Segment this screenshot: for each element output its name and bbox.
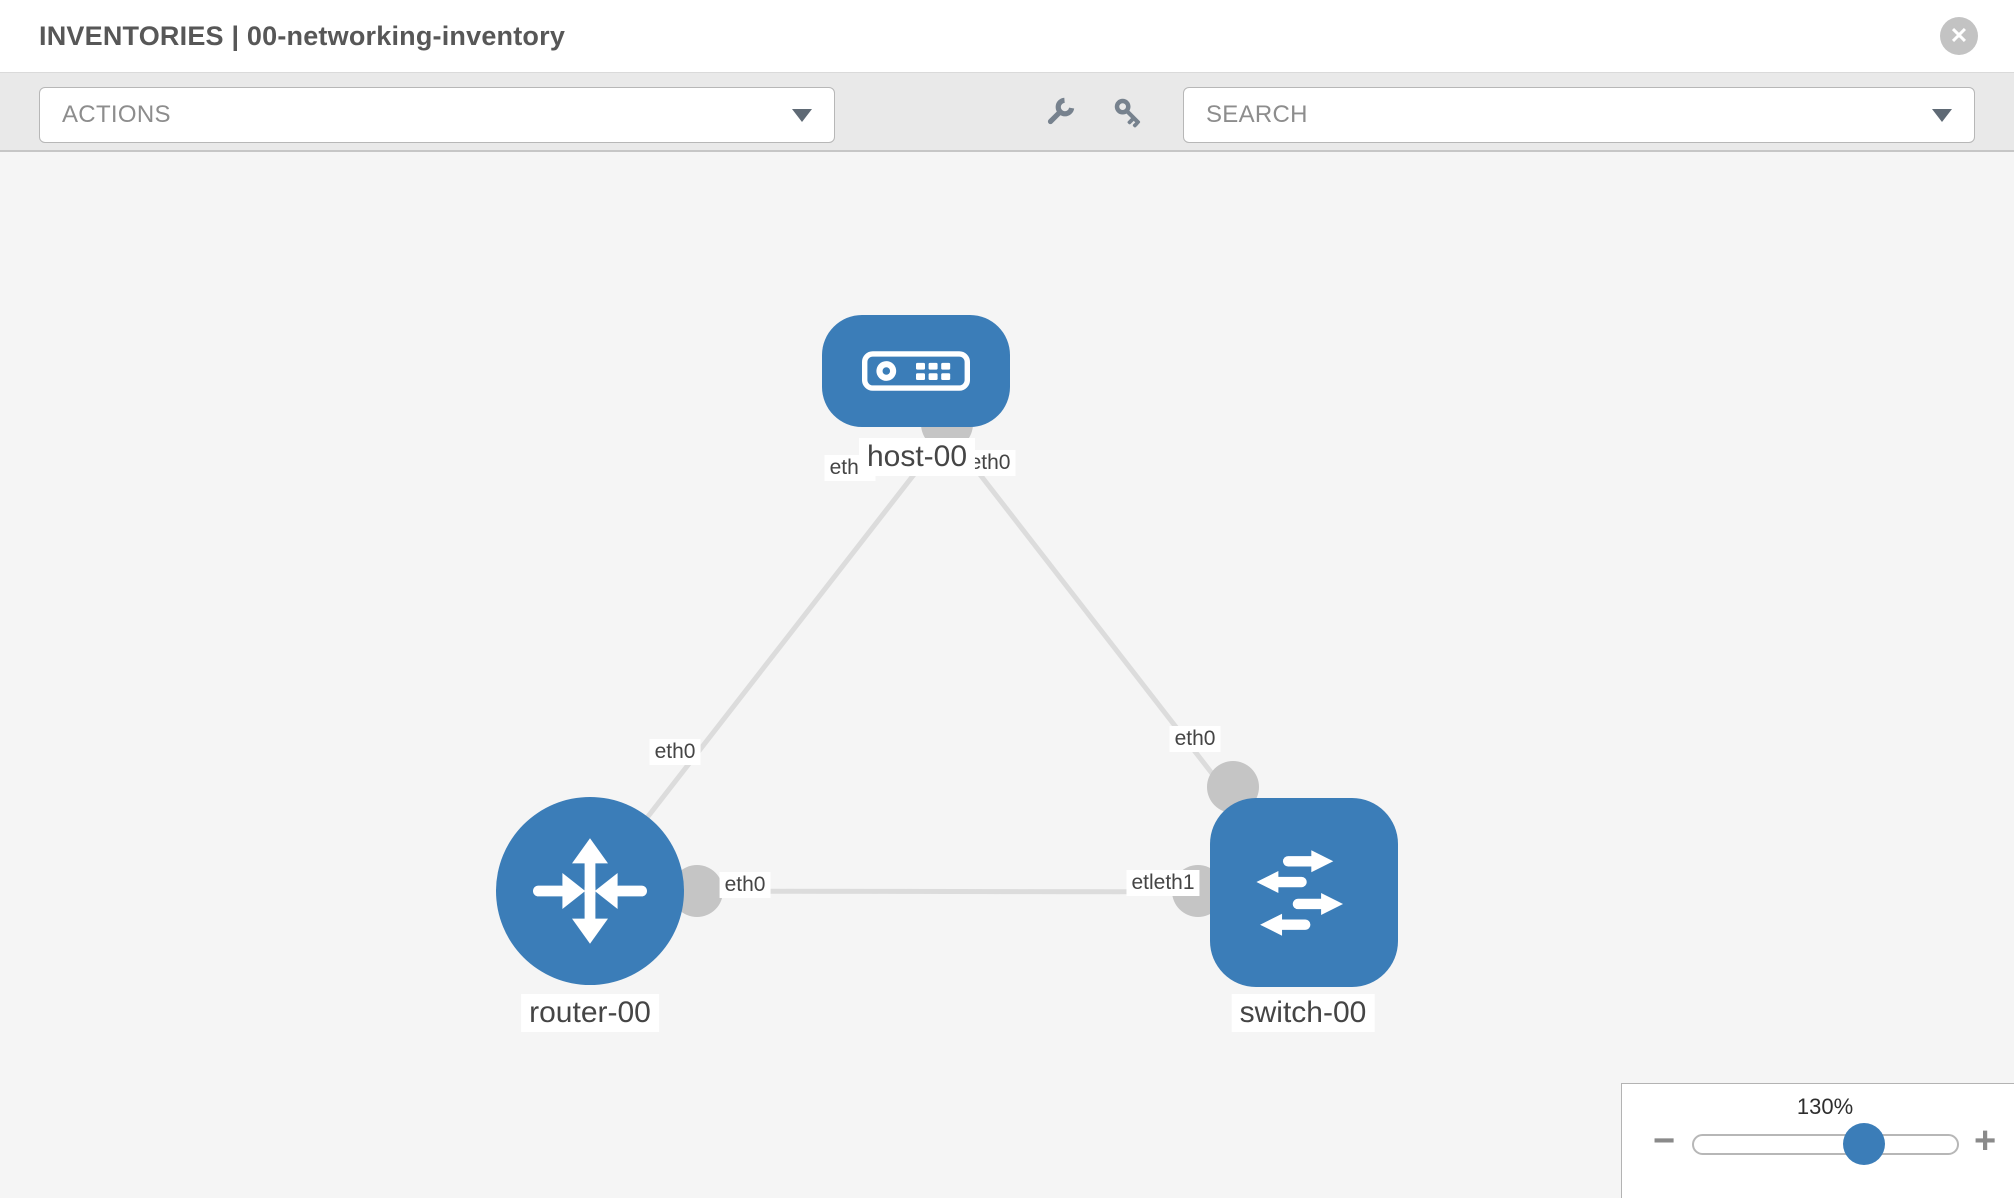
actions-dropdown[interactable]: ACTIONS (39, 87, 835, 143)
zoom-in-button[interactable]: + (1974, 1120, 1997, 1162)
page-title: INVENTORIES | 00-networking-inventory (39, 20, 566, 51)
page-header: INVENTORIES | 00-networking-inventory ✕ (0, 0, 2014, 72)
close-icon: ✕ (1949, 23, 1969, 48)
node-router-00[interactable] (496, 797, 684, 985)
node-label-router-00: router-00 (521, 994, 659, 1032)
node-label-switch-00: switch-00 (1231, 994, 1375, 1032)
chevron-down-icon (792, 108, 812, 122)
topology-canvas[interactable]: eth0 eth0 eth0 eth0 eth0 etleth1 host-00… (0, 152, 2014, 1198)
switch-icon (1256, 849, 1344, 936)
wrench-icon[interactable] (1040, 94, 1078, 132)
interface-label: eth0 (649, 739, 701, 765)
zoom-slider-handle[interactable] (1843, 1123, 1885, 1165)
zoom-slider-track[interactable] (1692, 1134, 1959, 1155)
node-switch-00[interactable] (1210, 798, 1398, 987)
search-dropdown[interactable]: SEARCH (1183, 87, 1975, 143)
search-placeholder: SEARCH (1206, 101, 1308, 128)
zoom-panel: 130% − + (1621, 1083, 2014, 1198)
router-icon (533, 838, 647, 944)
interface-label: eth0 (1169, 726, 1221, 752)
key-icon[interactable] (1110, 94, 1148, 132)
node-label-host-00: host-00 (858, 438, 976, 476)
actions-dropdown-label: ACTIONS (62, 101, 171, 128)
zoom-out-button[interactable]: − (1653, 1120, 1676, 1162)
toolbar: ACTIONS SEARCH (0, 72, 2014, 152)
node-host-00[interactable] (822, 315, 1010, 427)
toolbar-tools (1040, 73, 1148, 153)
interface-port[interactable] (671, 865, 723, 917)
interface-label: etleth1 (1126, 870, 1200, 896)
host-icon (862, 351, 970, 391)
chevron-down-icon (1932, 108, 1952, 122)
link-layer (588, 398, 1306, 917)
close-button[interactable]: ✕ (1940, 17, 1978, 55)
interface-label: eth0 (719, 872, 771, 898)
zoom-level: 130% (1796, 1094, 1854, 1119)
link-router-host (588, 430, 949, 893)
